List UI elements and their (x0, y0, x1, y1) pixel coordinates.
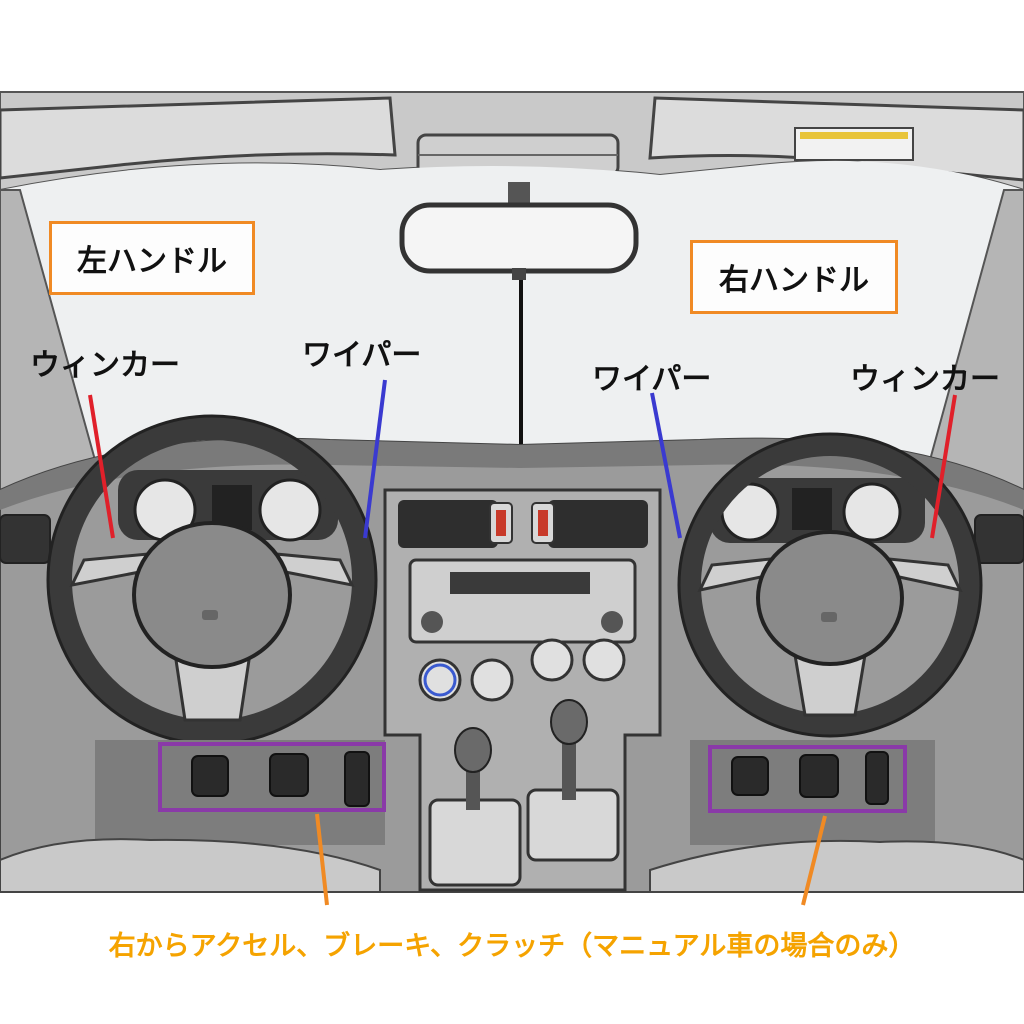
gear-knob-right (550, 699, 588, 745)
radio-display (450, 572, 590, 594)
right-hub-emblem (821, 612, 837, 622)
climate-dial-3 (530, 638, 574, 682)
gear-lever-right (562, 730, 576, 800)
side-vent-left (0, 514, 51, 564)
left-wiper-leader (363, 379, 387, 539)
left-footwell (95, 740, 385, 845)
right-seat (649, 839, 1024, 893)
left-airbag-hub (132, 521, 292, 669)
left-pedal-leader (315, 813, 329, 906)
right-pedal-clutch (731, 756, 769, 796)
right-steering-rim-highlight (677, 432, 983, 738)
hazard-red-right (538, 510, 548, 536)
side-vent-right (974, 514, 1024, 564)
center-vent-right (548, 500, 648, 548)
center-vent-left (398, 500, 498, 548)
rear-view-mirror (399, 202, 639, 274)
radio-knob-left (421, 611, 443, 633)
right-gauge-2 (842, 482, 902, 542)
gear-console-left (428, 798, 522, 887)
visor-mirror-strip (800, 132, 908, 139)
radio-knob-right (601, 611, 623, 633)
right-hand-drive-text: 右ハンドル (719, 263, 869, 298)
climate-dial-4 (582, 638, 626, 682)
right-turn-signal-leader (930, 394, 957, 539)
right-pedal-leader (801, 815, 827, 906)
hazard-red-left (496, 510, 506, 536)
left-turn-signal-label: ウィンカー (30, 348, 180, 383)
left-gauge-2 (258, 478, 322, 542)
mirror-mount (508, 182, 530, 204)
left-steering-rim (48, 416, 376, 744)
right-cluster-display (792, 488, 832, 530)
left-pedal-accelerator (344, 751, 370, 807)
right-pedal-accelerator (865, 751, 889, 805)
left-pedal-box (158, 742, 386, 812)
right-wiper-leader (650, 392, 682, 539)
left-hub-emblem (202, 610, 218, 620)
climate-dial-2 (470, 658, 514, 702)
pedal-order-caption: 右からアクセル、ブレーキ、クラッチ（マニュアル車の場合のみ） (108, 931, 916, 962)
left-hand-drive-text: 左ハンドル (77, 244, 227, 279)
right-hand-drive-label: 右ハンドル (690, 240, 898, 314)
mirror-stem (512, 268, 526, 280)
left-turn-signal-leader (88, 394, 115, 539)
left-pedal-brake (269, 753, 309, 797)
right-pedal-brake (799, 754, 839, 798)
right-steering-rim (679, 434, 981, 736)
left-pedal-clutch (191, 755, 229, 797)
right-turn-signal-label: ウィンカー (850, 362, 1000, 397)
right-airbag-hub (756, 530, 904, 666)
climate-dial-1-ring (423, 663, 457, 697)
left-hand-drive-label: 左ハンドル (49, 221, 255, 295)
left-seat (0, 838, 381, 893)
right-pedal-box (708, 745, 907, 813)
right-wiper-label: ワイパー (592, 362, 712, 397)
sun-visor-left (0, 96, 397, 180)
gear-knob-left (454, 727, 492, 773)
left-wiper-label: ワイパー (302, 338, 422, 373)
gear-console-right (526, 788, 620, 862)
